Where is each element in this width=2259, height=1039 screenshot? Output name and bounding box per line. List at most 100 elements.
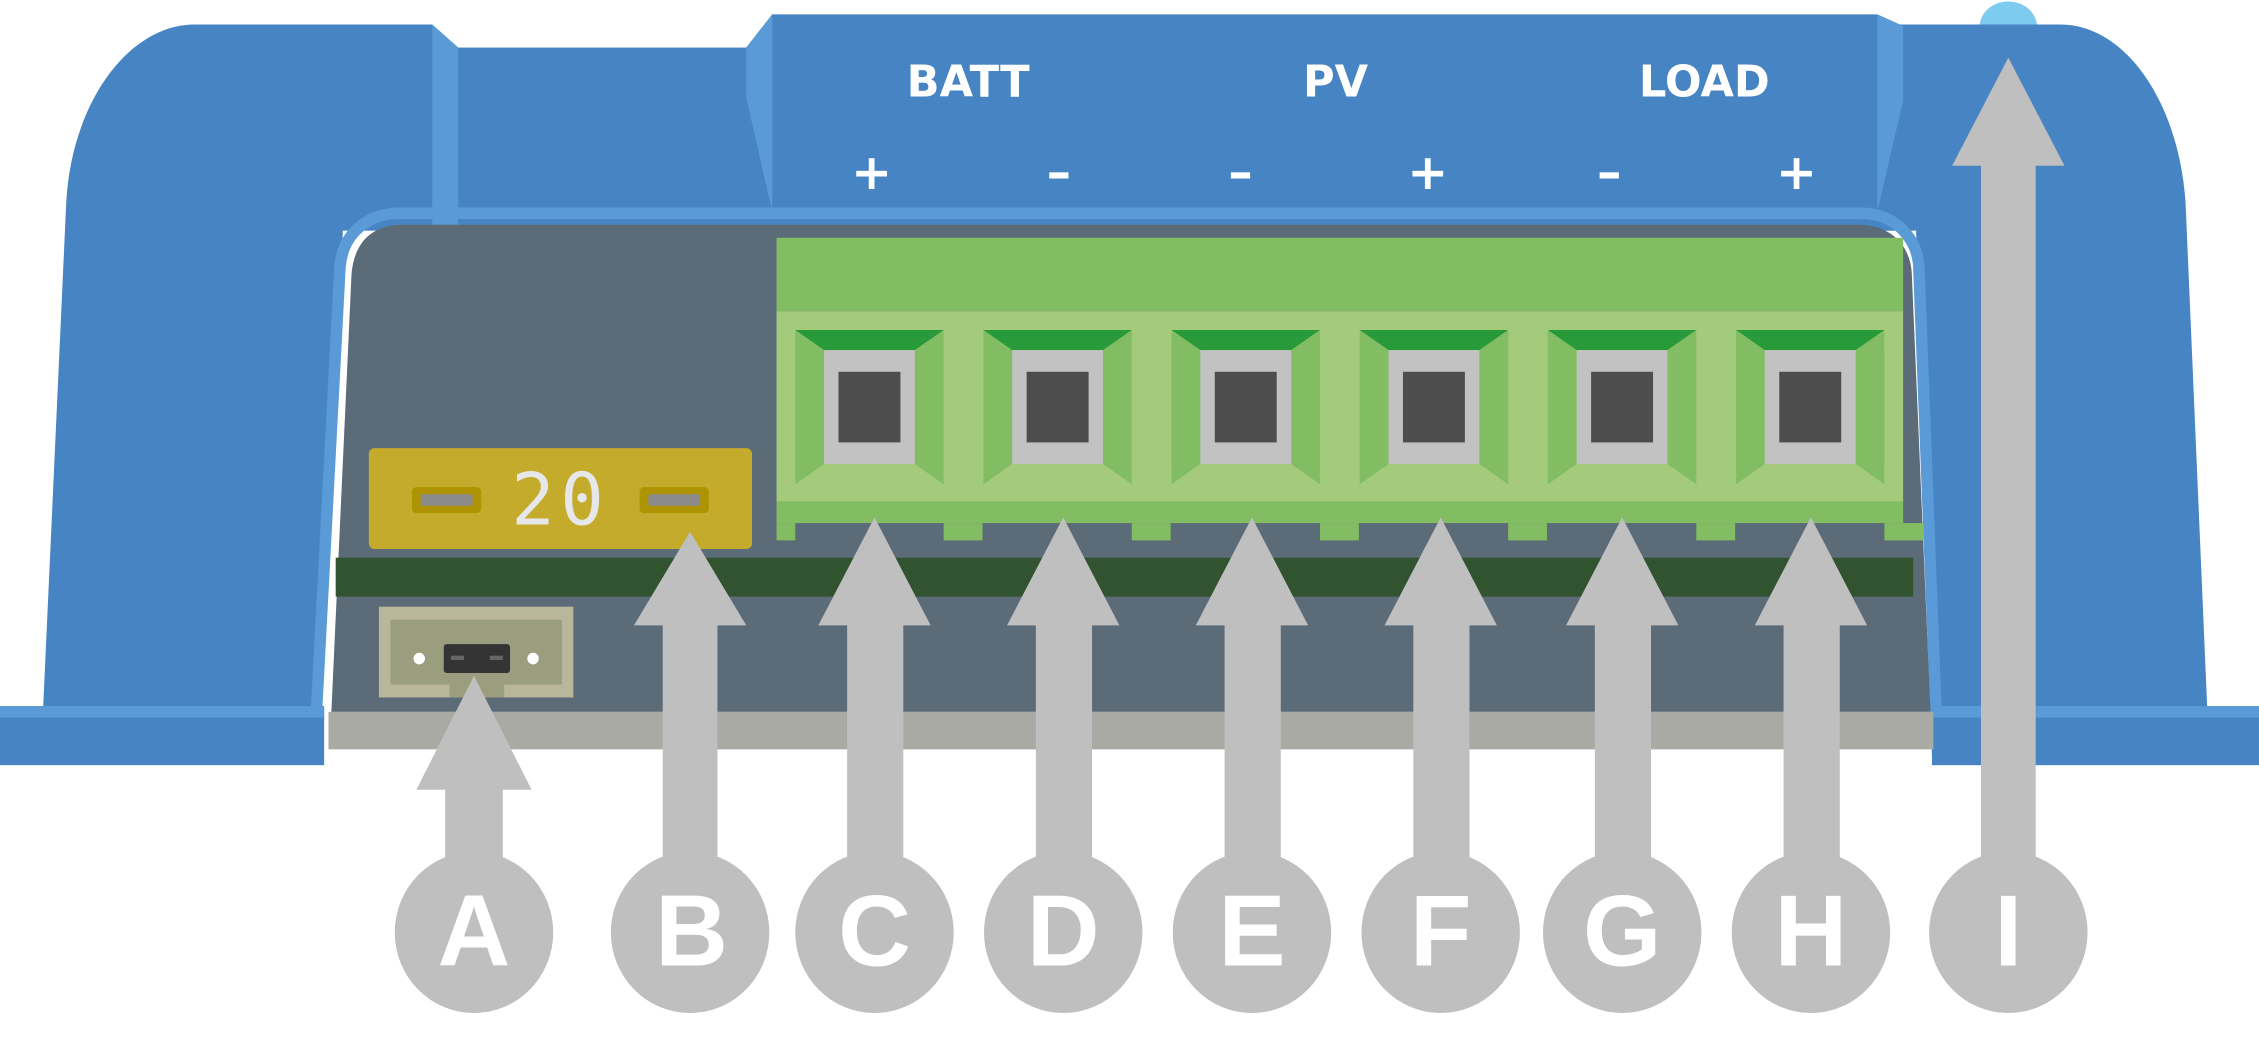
callout-h[interactable]: H <box>1731 517 1891 1014</box>
arrow-d <box>1007 517 1120 865</box>
terminal-batt-pos[interactable] <box>795 330 944 485</box>
polarity-batt-pos: + <box>851 144 892 201</box>
polarity-load-neg: – <box>1597 144 1621 201</box>
terminal-bevel-top <box>983 330 1132 351</box>
arrow-h <box>1754 517 1868 865</box>
polarity-pv-pos: + <box>1407 144 1448 201</box>
callout-circle-e <box>1172 851 1332 1014</box>
terminal-foot <box>1696 523 1736 541</box>
terminal-foot <box>776 523 796 541</box>
callout-letter-g: G <box>1583 875 1661 987</box>
callout-circle-g <box>1542 851 1702 1014</box>
terminal-bevel-top <box>1171 330 1320 351</box>
callout-letter-d: D <box>1027 875 1100 987</box>
arrow-g <box>1566 517 1679 865</box>
arrow-b <box>633 531 747 865</box>
terminal-bevel-top <box>795 330 944 351</box>
terminal-foot <box>1508 523 1548 541</box>
callout-c[interactable]: C <box>795 517 954 1014</box>
callout-letter-f: F <box>1410 875 1472 987</box>
terminal-screw-hole <box>1214 371 1277 443</box>
callout-g[interactable]: G <box>1542 517 1702 1014</box>
callout-letter-b: B <box>655 875 728 987</box>
terminal-screw-hole <box>1591 371 1654 443</box>
terminal-bevel-top <box>1359 330 1509 351</box>
terminal-bevel-right <box>914 330 944 485</box>
arrow-f <box>1384 517 1497 865</box>
jumper[interactable] <box>378 606 574 698</box>
polarity-load-pos: + <box>1776 144 1817 201</box>
casing-highlight <box>1877 14 1904 212</box>
casing-left-mid <box>432 47 773 231</box>
casing-left-shoulder <box>43 24 459 707</box>
terminal-batt-neg[interactable] <box>983 330 1132 485</box>
fuse-pin-left <box>420 494 473 506</box>
terminal-bevel-left <box>1736 330 1765 485</box>
arrow-e <box>1195 517 1309 865</box>
terminal-bevel-right <box>1102 330 1132 485</box>
callout-circle-b <box>610 851 770 1014</box>
callout-b[interactable]: B <box>610 531 770 1014</box>
terminal-block-bottom <box>776 501 1904 524</box>
terminal-bevel-left <box>1359 330 1389 485</box>
casing-left-ledge-highlight <box>0 706 325 718</box>
pcb-strip <box>335 557 1914 597</box>
callout-a[interactable]: A <box>394 675 554 1014</box>
terminal-block <box>776 237 1924 541</box>
casing-label-block <box>746 14 1904 231</box>
group-label-load: LOAD <box>1639 58 1770 108</box>
terminal-foot <box>1131 523 1171 541</box>
callout-i[interactable]: I <box>1929 57 2088 1014</box>
callout-circle-c <box>795 851 954 1014</box>
terminal-load-neg[interactable] <box>1547 330 1697 485</box>
jumper-pin-dot-right <box>527 652 539 665</box>
callout-circle-h <box>1731 851 1891 1014</box>
terminal-screw-hole <box>1402 371 1465 443</box>
terminal-bevel-right <box>1667 330 1697 485</box>
terminal-screw-hole <box>1779 371 1842 443</box>
base-strip <box>328 711 1934 750</box>
fuse-rating-label: 20 <box>511 458 609 542</box>
terminal-block-top <box>776 237 1904 312</box>
casing <box>0 1 2259 766</box>
arrow-a <box>416 675 532 865</box>
terminal-foot <box>943 523 983 541</box>
arrow-i <box>1952 57 2065 865</box>
jumper-cap-mark <box>450 655 464 661</box>
terminal-pv-neg[interactable] <box>1171 330 1320 485</box>
terminal-bevel-right <box>1855 330 1885 485</box>
jumper-cap <box>443 644 511 673</box>
callout-d[interactable]: D <box>983 517 1143 1014</box>
terminal-pv-pos[interactable] <box>1359 330 1509 485</box>
group-label-batt: BATT <box>907 58 1030 108</box>
callouts: A B C D E F G <box>394 57 2088 1014</box>
arrow-c <box>818 517 931 865</box>
terminal-foot <box>1319 523 1359 541</box>
casing-right-ledge-highlight <box>1931 706 2259 718</box>
terminal-bevel-top <box>1547 330 1697 351</box>
fuse-body <box>368 448 753 550</box>
polarity-batt-neg: – <box>1047 144 1071 201</box>
terminal-bevel-right <box>1291 330 1320 485</box>
callout-f[interactable]: F <box>1361 517 1520 1014</box>
polarity-pv-neg: – <box>1228 144 1252 201</box>
terminal-bevel-left <box>795 330 825 485</box>
jumper-cap-mark <box>489 655 503 661</box>
terminal-bevel-left <box>1547 330 1577 485</box>
fuse[interactable]: 20 <box>368 448 753 550</box>
casing-highlight <box>432 24 459 227</box>
terminal-bevel-right <box>1479 330 1509 485</box>
callout-letter-i: I <box>1994 875 2022 987</box>
callout-e[interactable]: E <box>1172 517 1332 1014</box>
terminal-load-pos[interactable] <box>1736 330 1885 485</box>
callout-circle-i <box>1929 851 2088 1014</box>
casing-right-shoulder <box>1877 24 2208 707</box>
callout-circle-a <box>394 851 554 1014</box>
terminal-labels: BATT PV LOAD + – – + – + <box>851 58 1817 201</box>
callout-circle-d <box>983 851 1143 1014</box>
callout-letter-a: A <box>438 875 511 987</box>
group-label-pv: PV <box>1303 58 1369 108</box>
terminal-screw-hole <box>1026 371 1089 443</box>
callout-letter-h: H <box>1775 875 1848 987</box>
